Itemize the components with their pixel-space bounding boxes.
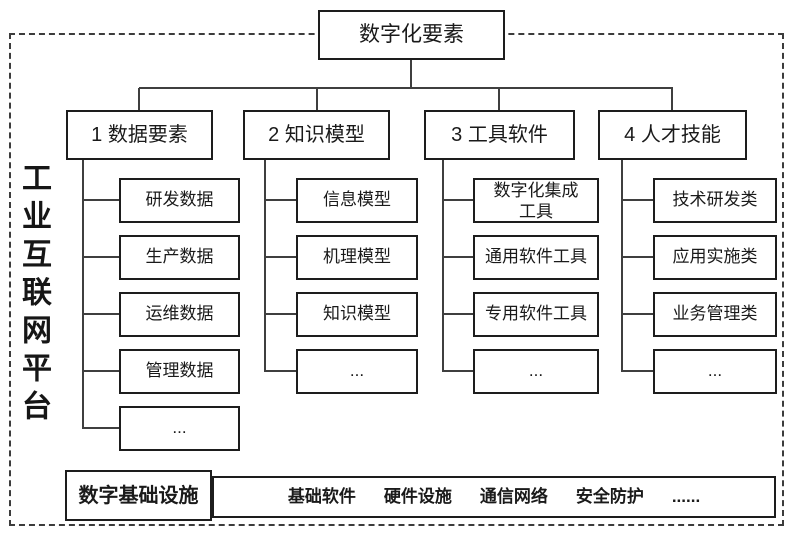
infrastructure-label-box: 数字基础设施 xyxy=(65,470,212,521)
connector-stub xyxy=(622,313,653,315)
node-model-more: ... xyxy=(296,349,418,394)
node-digital-integration-tools: 数字化集成工具 xyxy=(473,178,599,223)
connector-stub xyxy=(83,427,119,429)
connector-drop-branch-2 xyxy=(316,88,318,110)
connector-stub xyxy=(443,256,473,258)
connector-spine-branch-1 xyxy=(82,160,84,429)
connector-root-riser xyxy=(410,60,412,88)
node-knowledge-model: 知识模型 xyxy=(296,292,418,337)
connector-top-rail xyxy=(139,87,673,89)
node-business-management-category: 业务管理类 xyxy=(653,292,777,337)
node-operation-data: 运维数据 xyxy=(119,292,240,337)
connector-stub xyxy=(265,256,296,258)
infra-item-more: ...... xyxy=(671,486,701,506)
connector-stub xyxy=(83,370,119,372)
connector-stub xyxy=(622,370,653,372)
branch-header-data-elements: 1 数据要素 xyxy=(66,110,213,160)
connector-stub xyxy=(443,370,473,372)
node-mechanism-model: 机理模型 xyxy=(296,235,418,280)
branch-header-talent-skills: 4 人才技能 xyxy=(598,110,747,160)
node-skills-more: ... xyxy=(653,349,777,394)
connector-stub xyxy=(83,199,119,201)
node-tools-more: ... xyxy=(473,349,599,394)
node-special-software-tools: 专用软件工具 xyxy=(473,292,599,337)
connector-stub xyxy=(622,256,653,258)
connector-spine-branch-4 xyxy=(621,160,623,372)
connector-drop-branch-3 xyxy=(498,88,500,110)
connector-spine-branch-3 xyxy=(442,160,444,372)
connector-spine-branch-2 xyxy=(264,160,266,372)
node-production-data: 生产数据 xyxy=(119,235,240,280)
connector-stub xyxy=(83,256,119,258)
infrastructure-bar: 基础软件 硬件设施 通信网络 安全防护 ...... xyxy=(212,476,776,518)
node-label: 数字化集成工具 xyxy=(493,180,579,221)
platform-vertical-label: 工业互联网平台 xyxy=(17,162,50,428)
connector-drop-branch-1 xyxy=(138,88,140,110)
node-general-software-tools: 通用软件工具 xyxy=(473,235,599,280)
connector-stub xyxy=(265,370,296,372)
connector-drop-branch-4 xyxy=(671,88,673,110)
node-information-model: 信息模型 xyxy=(296,178,418,223)
infra-item-hardware-facilities: 硬件设施 xyxy=(383,486,452,506)
connector-stub xyxy=(443,313,473,315)
node-tech-rnd-category: 技术研发类 xyxy=(653,178,777,223)
node-management-data: 管理数据 xyxy=(119,349,240,394)
node-rnd-data: 研发数据 xyxy=(119,178,240,223)
infrastructure-items: 基础软件 硬件设施 通信网络 安全防护 ...... xyxy=(288,487,700,507)
node-data-more: ... xyxy=(119,406,240,451)
branch-header-knowledge-models: 2 知识模型 xyxy=(243,110,390,160)
connector-stub xyxy=(622,199,653,201)
connector-stub xyxy=(83,313,119,315)
node-application-implementation-category: 应用实施类 xyxy=(653,235,777,280)
infra-item-security-protection: 安全防护 xyxy=(575,486,644,506)
infra-item-basic-software: 基础软件 xyxy=(287,486,356,506)
connector-stub xyxy=(265,199,296,201)
connector-stub xyxy=(443,199,473,201)
infra-item-communication-network: 通信网络 xyxy=(479,486,548,506)
branch-header-tool-software: 3 工具软件 xyxy=(424,110,575,160)
connector-stub xyxy=(265,313,296,315)
root-node-digital-elements: 数字化要素 xyxy=(318,10,505,60)
